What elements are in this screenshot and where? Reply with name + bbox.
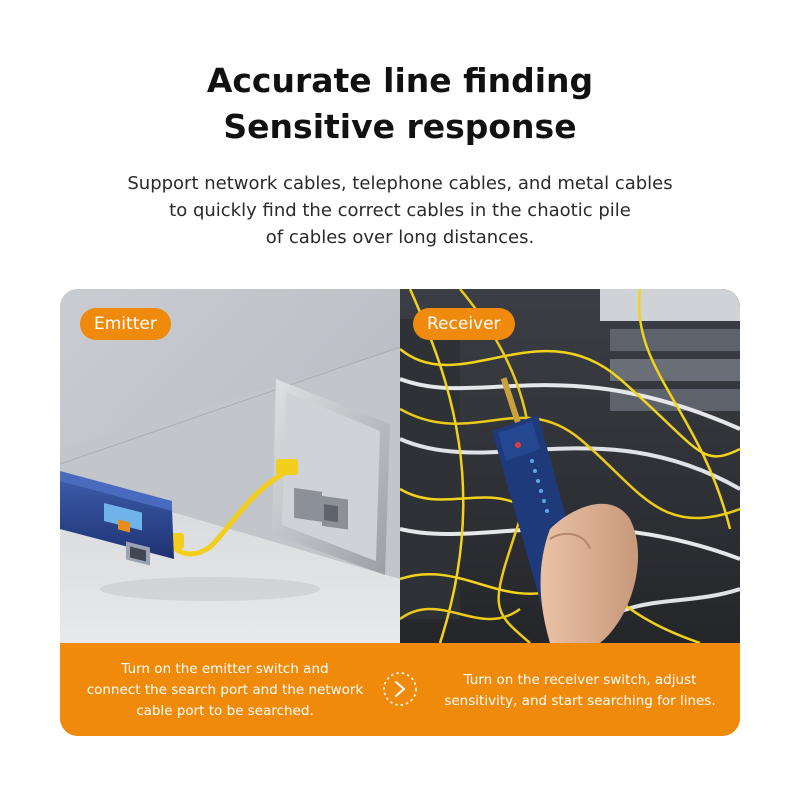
receiver-photo-illustration: [400, 289, 740, 643]
headline-line-1: Accurate line finding: [206, 61, 594, 100]
description-line-2: to quickly find the correct cables in th…: [169, 200, 631, 221]
description-line-1: Support network cables, telephone cables…: [127, 173, 673, 194]
receiver-label: Receiver: [413, 308, 515, 340]
headline-line-2: Sensitive response: [223, 107, 577, 146]
receiver-step-line-1: Turn on the receiver switch, adjust: [463, 672, 697, 688]
emitter-step-text: Turn on the emitter switch and connect t…: [66, 659, 384, 722]
headline: Accurate line finding Sensitive response: [0, 58, 800, 150]
receiver-photo: [400, 289, 740, 643]
emitter-photo-illustration: [60, 289, 400, 643]
description-line-3: of cables over long distances.: [265, 227, 535, 248]
emitter-step-line-1: Turn on the emitter switch and: [121, 661, 329, 677]
emitter-step-line-3: cable port to be searched.: [136, 703, 314, 719]
emitter-photo: [60, 289, 400, 643]
product-card: Emitter Receiver Turn on the emitter swi…: [60, 289, 740, 736]
steps-band: Turn on the emitter switch and connect t…: [60, 643, 740, 736]
receiver-step-text: Turn on the receiver switch, adjust sens…: [424, 670, 736, 712]
receiver-step-line-2: sensitivity, and start searching for lin…: [444, 693, 716, 709]
description: Support network cables, telephone cables…: [0, 170, 800, 251]
chevron-right-dotted-circle-icon: [383, 672, 417, 706]
emitter-step-line-2: connect the search port and the network: [86, 682, 364, 698]
emitter-label: Emitter: [80, 308, 171, 340]
